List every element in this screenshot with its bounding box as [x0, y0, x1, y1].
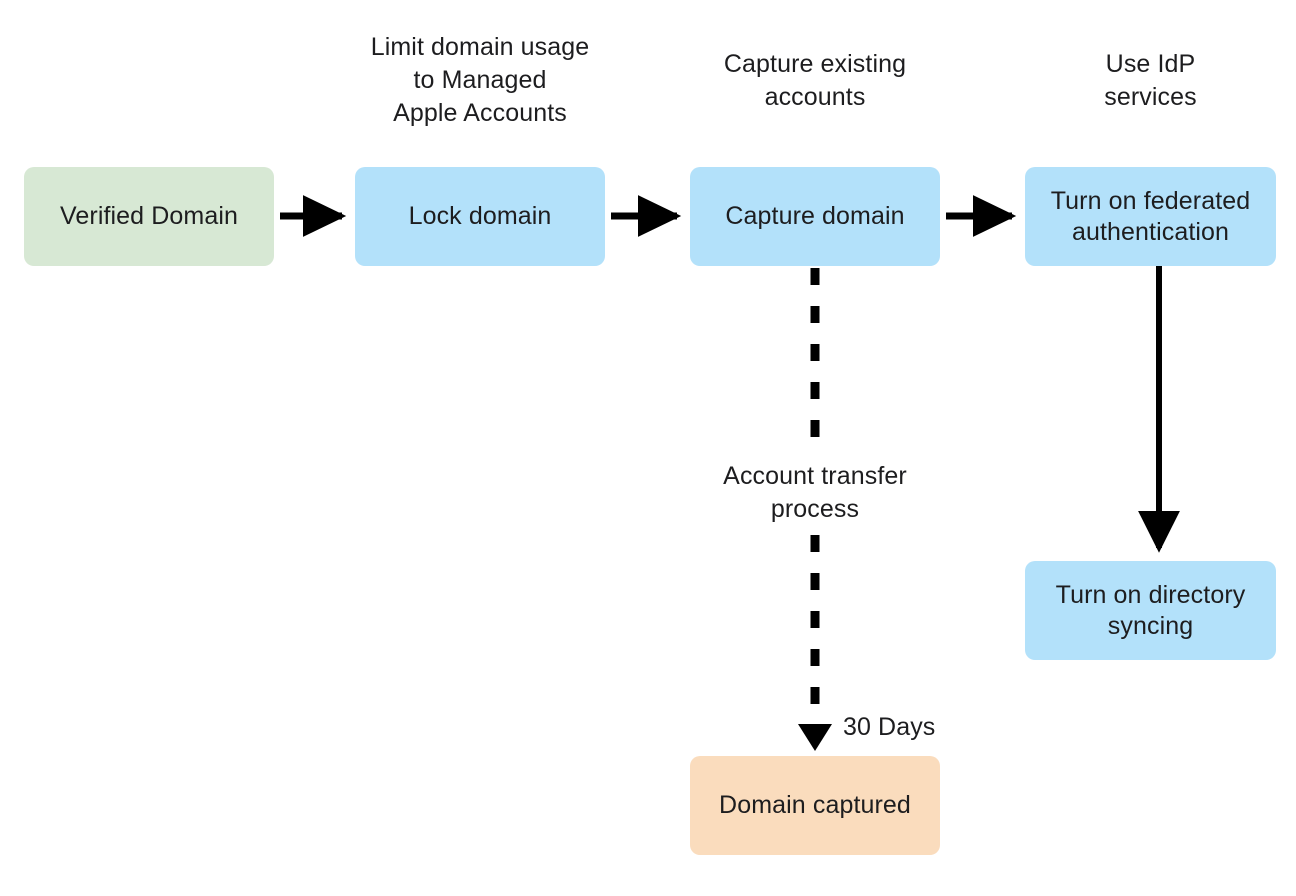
node-federated-line-1: Turn on federated: [1050, 187, 1251, 215]
node-lock-domain-label: Lock domain: [408, 202, 552, 231]
edge-label-account-transfer: Account transfer process: [690, 460, 940, 526]
node-federated-authentication-label: Turn on federated authentication: [1051, 186, 1251, 247]
edge-label-30-days-text: 30 Days: [843, 713, 936, 741]
edge-label-account-transfer-line-2: process: [770, 495, 860, 523]
node-verified-domain[interactable]: Verified Domain: [24, 167, 274, 266]
edge-label-account-transfer-line-1: Account transfer: [723, 462, 907, 490]
caption-lock-domain-line-3: Apple Accounts: [393, 99, 567, 127]
node-capture-domain[interactable]: Capture domain: [690, 167, 940, 266]
caption-capture-domain-line-2: accounts: [764, 83, 866, 111]
node-verified-domain-label: Verified Domain: [60, 202, 238, 231]
caption-federated-auth-line-1: Use IdP: [1105, 50, 1196, 78]
caption-federated-auth-line-2: services: [1104, 83, 1197, 111]
node-federated-line-2: authentication: [1071, 217, 1230, 246]
node-domain-captured-label: Domain captured: [719, 791, 911, 820]
node-capture-domain-label: Capture domain: [725, 202, 905, 231]
edge-label-30-days: 30 Days: [843, 712, 1003, 742]
caption-federated-auth: Use IdP services: [1025, 48, 1276, 114]
caption-capture-domain-line-1: Capture existing: [723, 50, 907, 78]
caption-lock-domain-line-2: to Managed: [413, 66, 547, 94]
caption-lock-domain: Limit domain usage to Managed Apple Acco…: [355, 31, 605, 130]
caption-lock-domain-line-1: Limit domain usage: [370, 33, 590, 61]
node-directory-line-2: syncing: [1107, 611, 1194, 640]
caption-capture-domain: Capture existing accounts: [690, 48, 940, 114]
node-directory-syncing-label: Turn on directory syncing: [1056, 580, 1246, 641]
node-directory-syncing[interactable]: Turn on directory syncing: [1025, 561, 1276, 660]
node-directory-line-1: Turn on directory: [1055, 581, 1246, 609]
node-lock-domain[interactable]: Lock domain: [355, 167, 605, 266]
node-domain-captured[interactable]: Domain captured: [690, 756, 940, 855]
node-federated-authentication[interactable]: Turn on federated authentication: [1025, 167, 1276, 266]
